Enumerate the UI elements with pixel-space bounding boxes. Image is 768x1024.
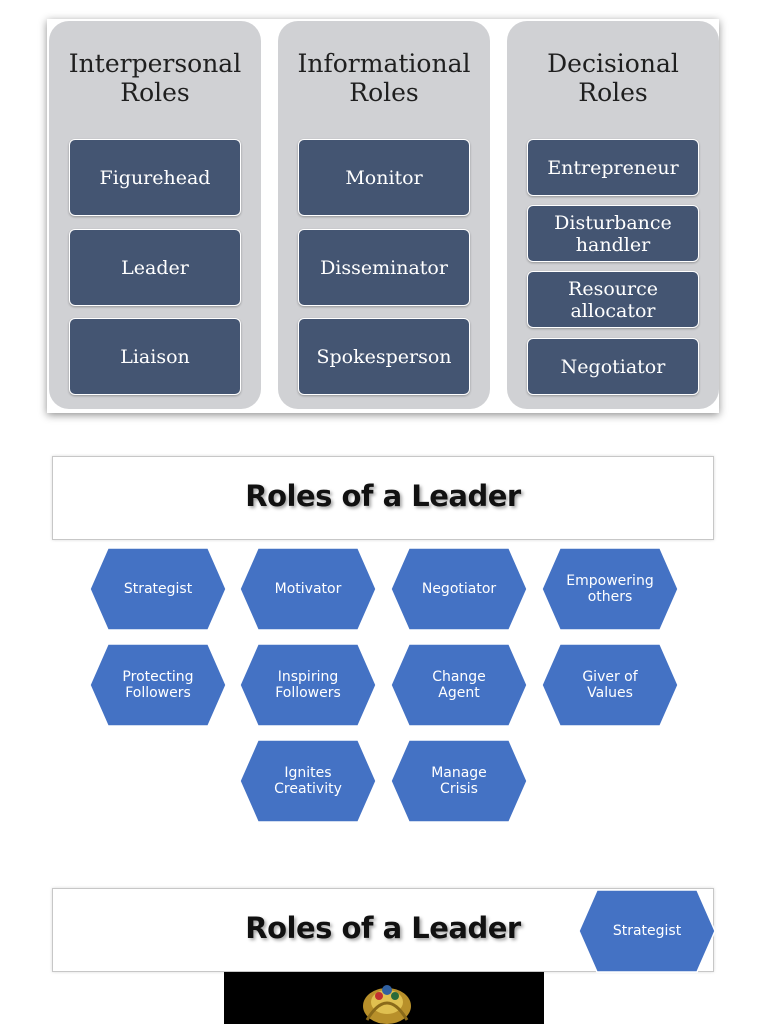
- column-title: Informational Roles: [297, 49, 471, 107]
- hexagon-label: Change Agent: [432, 669, 486, 701]
- hexagon-label: Empowering others: [566, 573, 654, 605]
- hexagon-role: Protecting Followers: [89, 643, 227, 727]
- role-box: Negotiator: [527, 338, 699, 395]
- hexagon-label: Negotiator: [421, 581, 497, 597]
- role-box: Entrepreneur: [527, 139, 699, 196]
- hexagon-role: Giver of Values: [541, 643, 679, 727]
- decisional-roles-column: Decisional Roles Entrepreneur Disturbanc…: [507, 21, 719, 409]
- hexagon-label: Manage Crisis: [431, 765, 487, 797]
- hexagon-role: Strategist: [578, 889, 716, 973]
- role-box: Disturbance handler: [527, 205, 699, 262]
- role-box: Leader: [69, 229, 241, 306]
- hexagon-role: Strategist: [89, 547, 227, 631]
- role-box: Liaison: [69, 318, 241, 395]
- hexagon-label: Protecting Followers: [122, 669, 194, 701]
- role-box: Spokesperson: [298, 318, 470, 395]
- role-box: Disseminator: [298, 229, 470, 306]
- interpersonal-roles-column: Interpersonal Roles Figurehead Leader Li…: [49, 21, 261, 409]
- hexagon-label: Giver of Values: [582, 669, 638, 701]
- hexagon-label: Inspiring Followers: [275, 669, 341, 701]
- hexagon-label: Motivator: [274, 581, 342, 597]
- informational-roles-column: Informational Roles Monitor Disseminator…: [278, 21, 490, 409]
- hexagon-role: Inspiring Followers: [239, 643, 377, 727]
- hexagon-role: Manage Crisis: [390, 739, 528, 823]
- hexagon-role: Ignites Creativity: [239, 739, 377, 823]
- roles-of-a-leader-banner: Roles of a Leader: [52, 456, 714, 540]
- hexagon-role: Change Agent: [390, 643, 528, 727]
- column-title: Decisional Roles: [547, 49, 679, 107]
- managerial-roles-diagram: Interpersonal Roles Figurehead Leader Li…: [47, 19, 719, 413]
- hexagon-role: Negotiator: [390, 547, 528, 631]
- hexagon-role: Motivator: [239, 547, 377, 631]
- hexagon-label: Ignites Creativity: [274, 765, 342, 797]
- crown-icon: [363, 985, 411, 1024]
- column-title: Interpersonal Roles: [68, 49, 242, 107]
- role-box: Figurehead: [69, 139, 241, 216]
- role-box: Resource allocator: [527, 271, 699, 328]
- hexagon-role: Empowering others: [541, 547, 679, 631]
- role-box: Monitor: [298, 139, 470, 216]
- leader-photo: [224, 972, 544, 1024]
- hexagon-label: Strategist: [612, 923, 682, 939]
- banner-title: Roles of a Leader: [245, 911, 521, 945]
- hexagon-label: Strategist: [123, 581, 193, 597]
- banner-title: Roles of a Leader: [245, 479, 521, 513]
